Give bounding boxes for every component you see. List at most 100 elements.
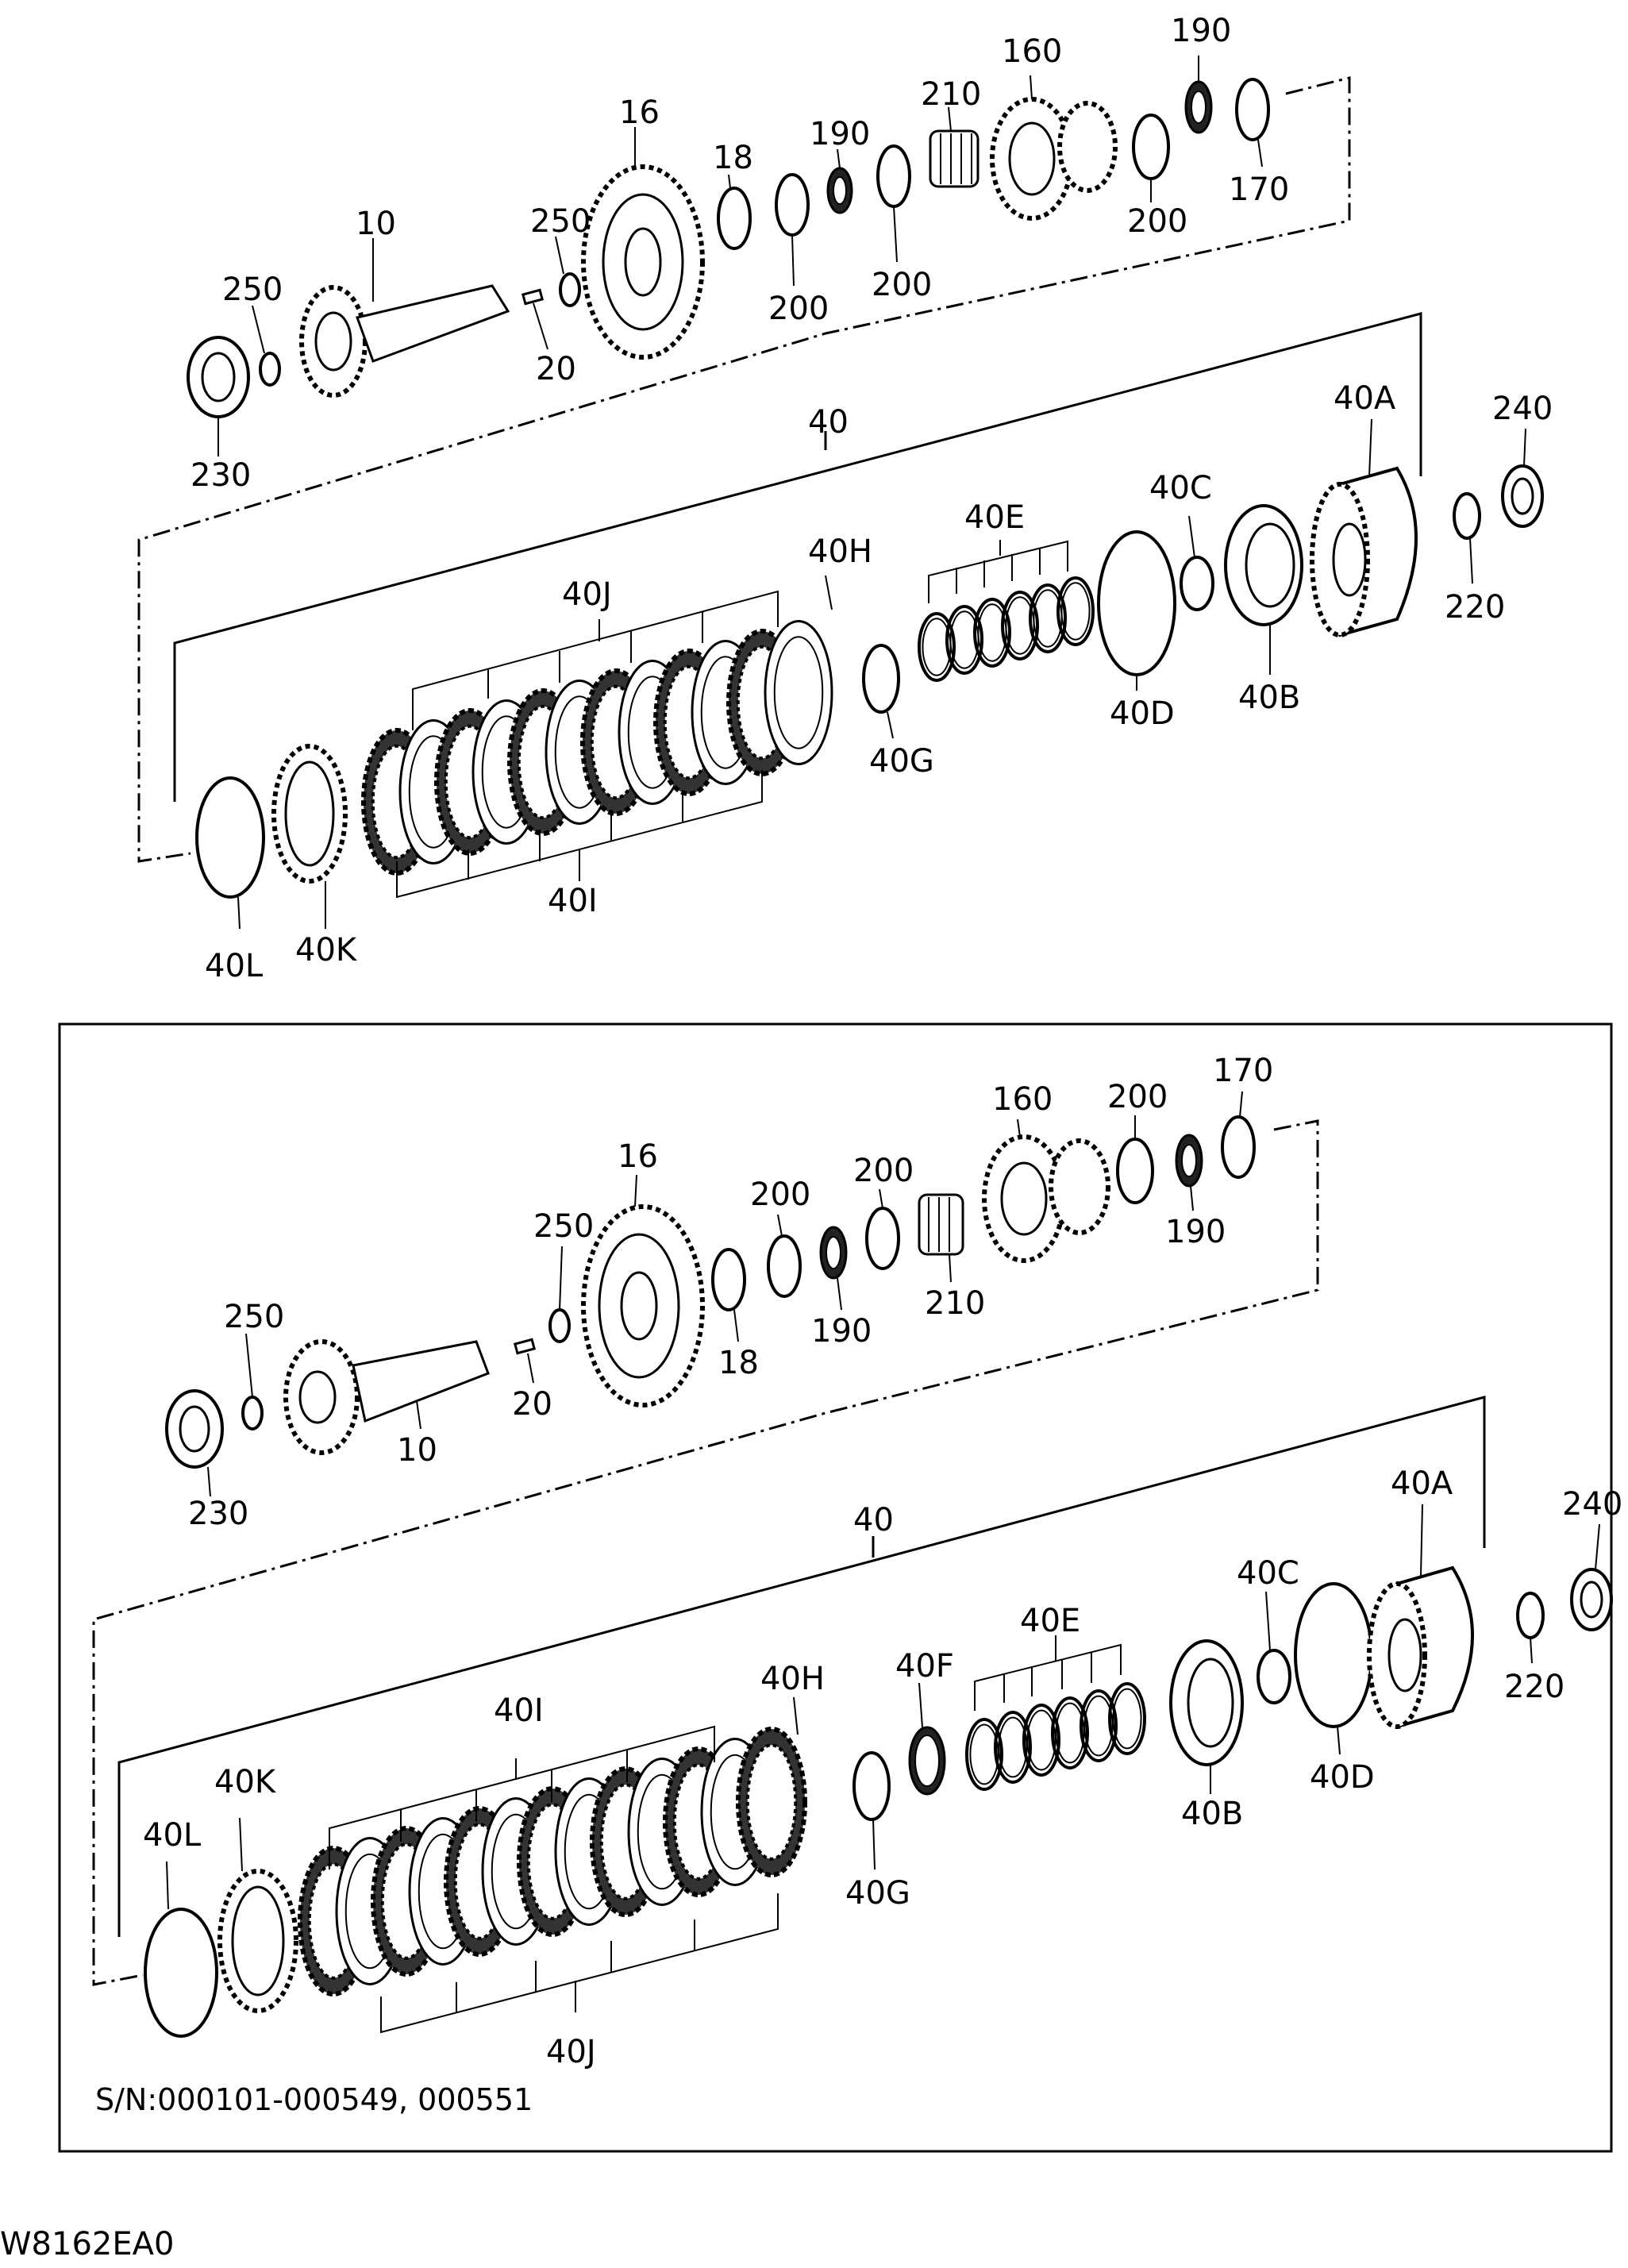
callout-230-top: 230 — [191, 457, 251, 494]
variant-frame — [58, 1022, 1613, 2153]
callout-190-top-b: 190 — [1171, 13, 1231, 49]
needle-bearing-210-b — [918, 1193, 964, 1283]
callout-40C-top: 40C — [1149, 470, 1212, 506]
o-ring-250-b-right — [548, 1308, 571, 1343]
pin-20 — [521, 288, 545, 306]
o-ring-40C-b — [1257, 1649, 1291, 1704]
bearing-240-b — [1570, 1523, 1613, 1631]
callout-40C-bottom: 40C — [1237, 1555, 1299, 1592]
bottom-separator-plate-2-inner — [998, 1716, 1028, 1778]
callout-18-top: 18 — [713, 140, 753, 176]
callout-200-top-b: 200 — [872, 267, 932, 303]
callout-40L-top: 40L — [205, 948, 264, 984]
callout-20-top: 20 — [536, 351, 576, 387]
ring-170-b — [1221, 1115, 1256, 1179]
bottom-separator-plate-3 — [1022, 1704, 1060, 1777]
o-ring-250-right — [559, 272, 581, 307]
top-separator-plate-4 — [1001, 591, 1039, 660]
callout-40B-bottom: 40B — [1181, 1796, 1243, 1832]
top-separator-plate-3 — [973, 598, 1011, 668]
callout-40-bottom: 40 — [853, 1502, 894, 1538]
callout-40I-bottom: 40I — [494, 1692, 544, 1729]
bottom-separator-plate-5 — [1080, 1689, 1118, 1762]
o-ring-40C — [1180, 556, 1214, 611]
shaft-10-b — [283, 1339, 490, 1455]
snap-ring-40G — [862, 644, 900, 714]
bracket-40I-bottom — [329, 1725, 715, 1869]
callout-40G-top: 40G — [869, 743, 934, 780]
figure-code: W8162EA0 — [0, 2226, 174, 2262]
callout-250-top-left: 250 — [222, 271, 283, 308]
snap-ring-40G-b — [852, 1751, 891, 1821]
bottom-separator-plate-1-inner — [969, 1723, 999, 1785]
callout-160-top: 160 — [1002, 33, 1062, 70]
callout-40J-top: 40J — [562, 576, 612, 613]
piston-40B — [1224, 504, 1303, 675]
top-separator-plate-5 — [1029, 583, 1067, 653]
o-ring-40D-b — [1294, 1582, 1373, 1728]
o-ring-250-b-left — [241, 1396, 264, 1430]
snap-ring-18-b — [711, 1248, 746, 1311]
callout-200-top-c: 200 — [1127, 203, 1187, 240]
callout-16-bottom: 16 — [618, 1138, 658, 1175]
callout-220-top: 220 — [1445, 589, 1505, 626]
needle-bearing-210 — [929, 106, 979, 188]
bottom-separator-plate-4 — [1051, 1696, 1089, 1769]
callout-40A-top: 40A — [1334, 380, 1396, 417]
callout-230-bottom: 230 — [188, 1496, 248, 1532]
callout-40E-top: 40E — [964, 499, 1025, 536]
bottom-shaft-dashed-boundary — [92, 1119, 1319, 1986]
bottom-separator-plate-3-inner — [1026, 1709, 1056, 1771]
top-separator-plate-6 — [1056, 576, 1095, 646]
callout-190-top-a: 190 — [810, 116, 870, 152]
callout-40J-bottom: 40J — [546, 2034, 596, 2070]
o-ring-40D — [1097, 530, 1176, 676]
top-separator-plate-1 — [918, 612, 956, 682]
callout-210-top: 210 — [921, 76, 981, 113]
plate-40K — [271, 744, 348, 929]
ring-170 — [1235, 78, 1270, 141]
callout-170-top: 170 — [1229, 171, 1289, 208]
bearing-230-b — [165, 1389, 224, 1497]
bracket-40J-bottom — [380, 1893, 779, 2034]
top-clutch-bracket — [173, 312, 1422, 802]
callout-240-bottom: 240 — [1562, 1486, 1622, 1523]
bearing-230 — [187, 336, 250, 456]
bearing-240 — [1501, 428, 1544, 528]
snap-ring-220-b — [1516, 1592, 1545, 1639]
callout-190-bottom-b: 190 — [1165, 1214, 1226, 1250]
separator-plates-40E-top — [918, 576, 1095, 682]
o-ring-40L-b — [144, 1908, 218, 2038]
callout-10-bottom: 10 — [397, 1432, 437, 1469]
callout-250-bottom-right: 250 — [533, 1208, 594, 1245]
serial-number-note: S/N:000101-000549, 000551 — [95, 2082, 533, 2117]
callout-40L-bottom: 40L — [143, 1817, 202, 1854]
callout-40K-top: 40K — [295, 932, 358, 968]
washer-200-b-c — [1116, 1138, 1154, 1204]
top-shaft-dashed-boundary — [137, 76, 1351, 863]
callout-40E-bottom: 40E — [1020, 1603, 1080, 1639]
bottom-clutch-bracket — [117, 1396, 1486, 1937]
callout-20-bottom: 20 — [512, 1386, 552, 1423]
shaft-10 — [299, 238, 510, 398]
gear-16-b — [581, 1174, 705, 1407]
bottom-separator-plate-6 — [1108, 1682, 1146, 1755]
top-separator-plate-6-inner — [1060, 582, 1091, 641]
callout-40D-bottom: 40D — [1310, 1759, 1375, 1796]
callout-40A-bottom: 40A — [1391, 1465, 1453, 1502]
callout-250-bottom-left: 250 — [224, 1299, 284, 1335]
bottom-section: 230 250 10 20 250 16 18 200 190 200 210 … — [92, 1053, 1622, 2117]
clutch-plates-bottom — [298, 1727, 807, 1997]
callout-220-bottom: 220 — [1504, 1669, 1564, 1705]
top-separator-plate-2 — [945, 605, 983, 675]
pin-20-b — [513, 1338, 537, 1355]
callout-170-bottom: 170 — [1213, 1053, 1273, 1089]
bottom-separator-plate-5-inner — [1083, 1695, 1114, 1757]
callout-200-bottom-a: 200 — [750, 1176, 810, 1213]
callout-40K-bottom: 40K — [214, 1764, 277, 1800]
bottom-clutch-plate-13-bore — [745, 1743, 798, 1861]
callout-240-top: 240 — [1492, 391, 1553, 427]
bottom-separator-plate-6-inner — [1112, 1688, 1142, 1750]
callout-18-bottom: 18 — [718, 1345, 759, 1381]
